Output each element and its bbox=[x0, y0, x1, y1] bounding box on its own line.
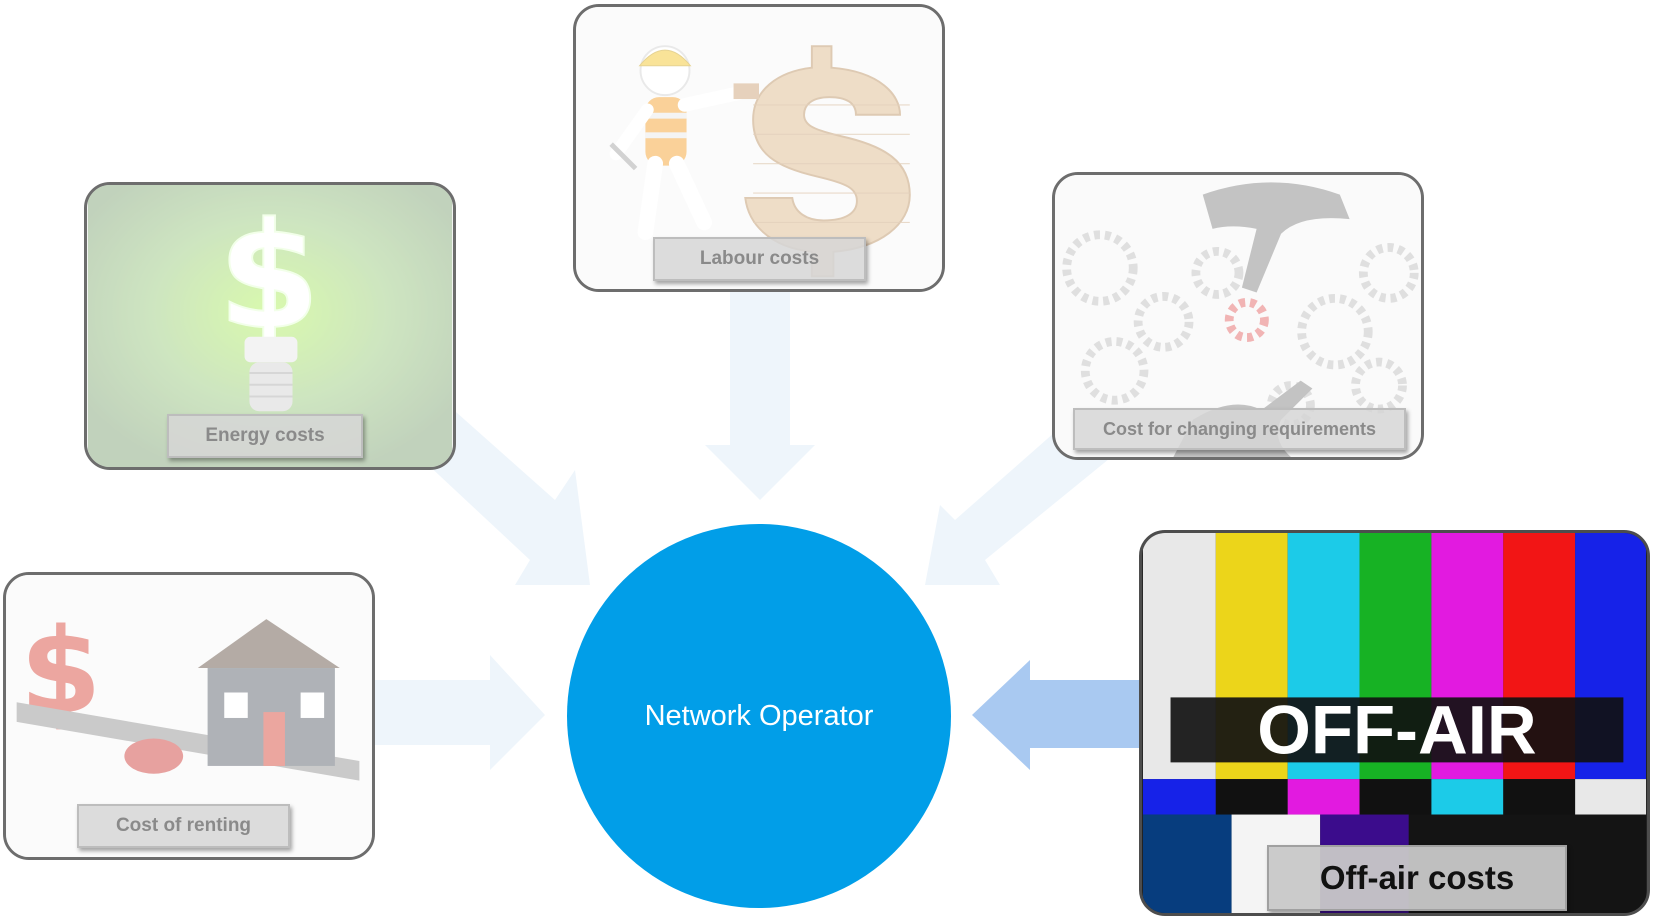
card-labour-costs: Labour costs bbox=[573, 4, 945, 292]
card-cost-of-renting: $ Cost of renting bbox=[3, 572, 375, 860]
label-labour-costs: Labour costs bbox=[653, 237, 866, 281]
card-changing-requirements: Cost for changing requirements bbox=[1052, 172, 1424, 460]
label-cost-of-renting: Cost of renting bbox=[77, 804, 290, 848]
label-energy-costs: Energy costs bbox=[167, 414, 363, 458]
offair-sign-text: OFF-AIR bbox=[1257, 692, 1536, 769]
network-operator-node: Network Operator bbox=[567, 524, 951, 908]
svg-text:$: $ bbox=[218, 191, 320, 362]
network-operator-label: Network Operator bbox=[644, 699, 874, 732]
card-energy-costs: $ Energy costs bbox=[84, 182, 456, 470]
arrow-renting bbox=[375, 655, 545, 770]
arrow-offair bbox=[972, 660, 1140, 770]
label-changing-requirements: Cost for changing requirements bbox=[1073, 408, 1406, 450]
label-off-air-costs: Off-air costs bbox=[1267, 845, 1567, 911]
card-off-air-costs: OFF-AIR Off-air costs bbox=[1139, 530, 1650, 916]
